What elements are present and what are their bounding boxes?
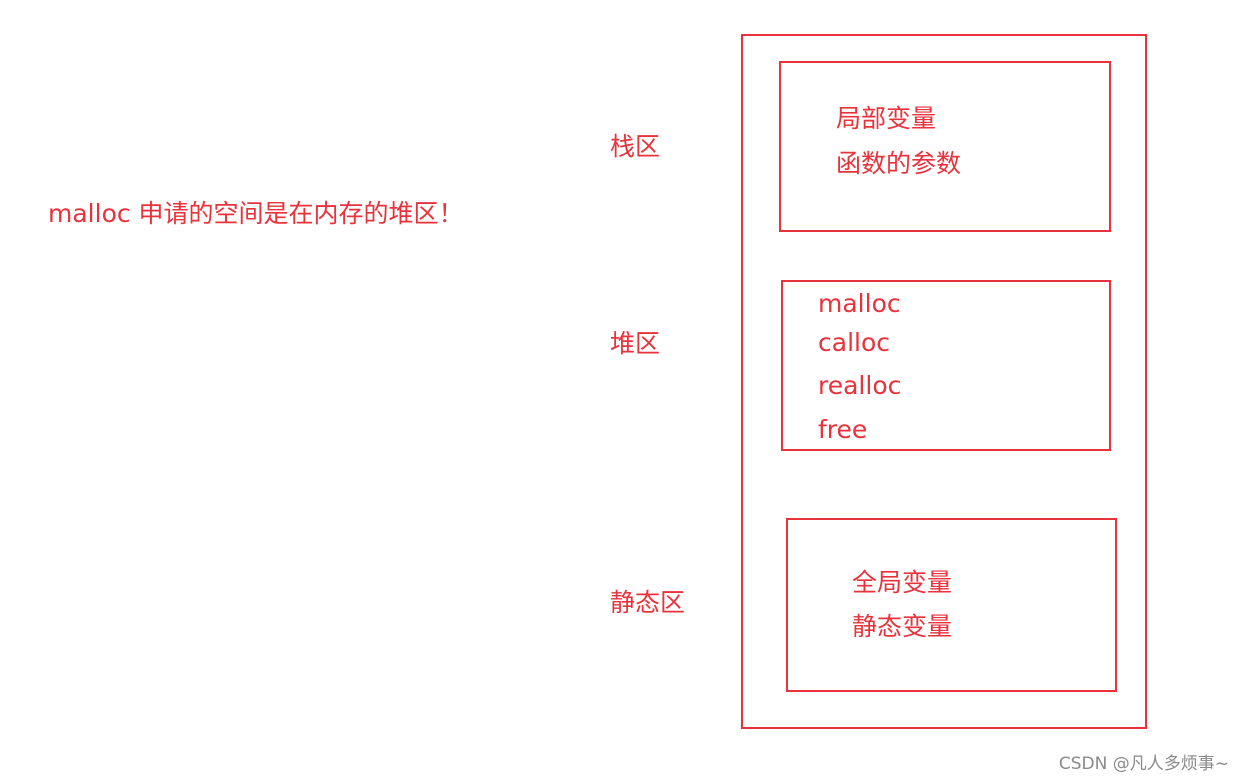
- stack-region-label: 栈区: [610, 132, 661, 161]
- static-item-static-variables: 静态变量: [852, 612, 953, 641]
- static-region-label: 静态区: [610, 588, 686, 617]
- static-region-box: [786, 518, 1117, 692]
- static-item-global-variables: 全局变量: [852, 568, 953, 597]
- malloc-caption: malloc 申请的空间是在内存的堆区！: [48, 199, 464, 228]
- heap-region-box: [781, 280, 1111, 451]
- memory-layout-box: [741, 34, 1147, 729]
- heap-item-realloc: realloc: [818, 371, 902, 400]
- stack-region-box: [779, 61, 1111, 232]
- stack-item-local-variables: 局部变量: [836, 104, 937, 133]
- csdn-watermark: CSDN @凡人多烦事~: [1058, 754, 1229, 774]
- heap-item-calloc: calloc: [818, 328, 890, 357]
- heap-item-malloc: malloc: [818, 289, 901, 318]
- heap-region-label: 堆区: [610, 329, 661, 358]
- heap-item-free: free: [818, 415, 868, 444]
- stack-item-function-parameters: 函数的参数: [836, 149, 962, 178]
